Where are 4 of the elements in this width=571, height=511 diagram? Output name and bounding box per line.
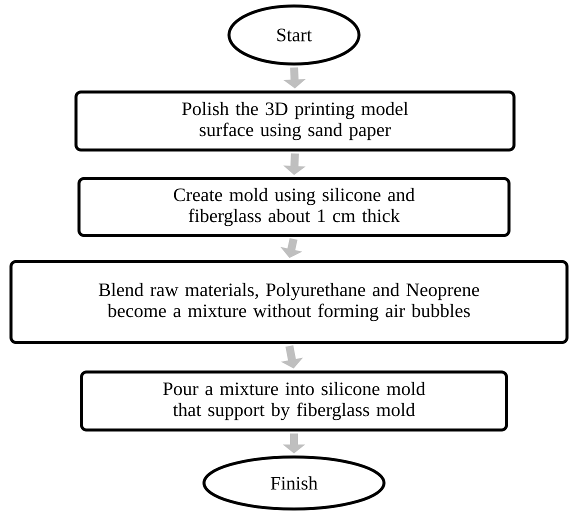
process-box: Pour a mixture into silicone mold that support by fiberglass mold	[80, 370, 508, 432]
process-box: Blend raw materials, Polyurethane and Neoprene become a mixture without forming air bubbles	[10, 260, 568, 344]
process-box: Create mold using silicone and fiberglass about 1 cm thick	[78, 177, 510, 237]
process-box: Polish the 3D printing model surface using sand paper	[74, 90, 516, 152]
